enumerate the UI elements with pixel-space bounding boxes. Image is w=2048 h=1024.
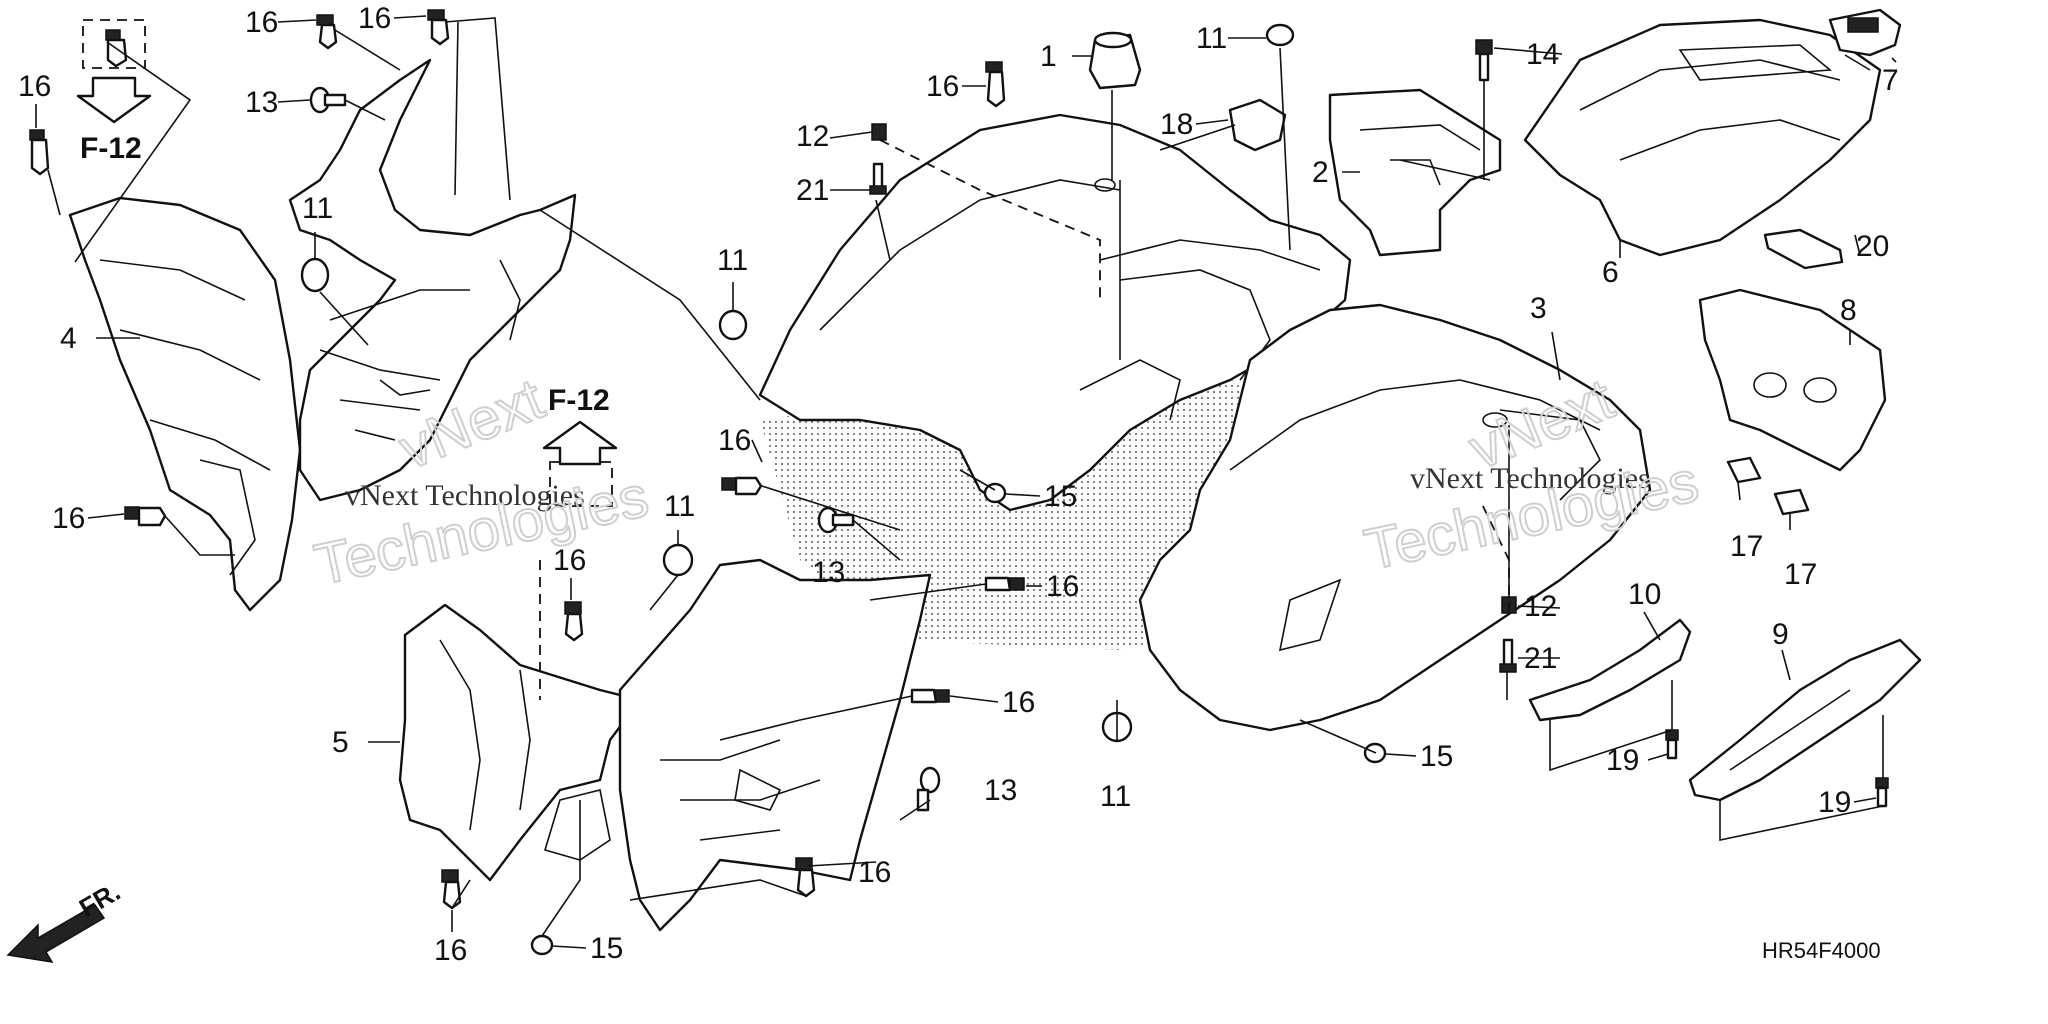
reference-label-center: F-12 xyxy=(548,384,610,417)
nut-15-a xyxy=(983,482,1007,504)
callout-10: 10 xyxy=(1628,578,1661,611)
callout-11-e: 11 xyxy=(1100,780,1131,813)
part-17-clip-a[interactable] xyxy=(1726,456,1762,484)
front-direction-arrow: FR. xyxy=(6,876,125,963)
reference-label-upper-left: F-12 xyxy=(80,132,142,165)
front-fender-upper-left[interactable] xyxy=(288,58,577,502)
front-fender-lower-center[interactable] xyxy=(618,558,932,932)
part-6-rear-cover[interactable] xyxy=(1523,18,1882,257)
bolt-21-b xyxy=(1499,638,1517,673)
callout-15: 15 xyxy=(1044,480,1077,513)
dashed-leader-a xyxy=(879,139,1101,300)
grommet-11-e xyxy=(1265,23,1295,47)
callout-16-h: 16 xyxy=(1046,570,1079,603)
callout-20: 20 xyxy=(1856,230,1889,263)
callout-16-c: 16 xyxy=(18,70,51,103)
callout-13-b: 13 xyxy=(812,556,845,589)
callout-11-b: 11 xyxy=(302,192,333,225)
callout-16-b: 16 xyxy=(358,2,391,35)
callout-16-j: 16 xyxy=(858,856,891,889)
callout-17: 17 xyxy=(1730,530,1763,563)
fasteners xyxy=(29,9,1889,956)
callout-11: 11 xyxy=(1196,22,1227,55)
callout-2: 2 xyxy=(1312,156,1329,189)
clip-16-e xyxy=(985,61,1006,108)
dashed-leader-b xyxy=(1479,499,1510,612)
callout-1: 1 xyxy=(1040,40,1057,73)
part-17-clip-b[interactable] xyxy=(1773,488,1810,516)
callout-15-b: 15 xyxy=(1420,740,1453,773)
clip-16-a xyxy=(316,14,338,50)
clip-16-h xyxy=(564,601,584,642)
part-5-front-lower-panel[interactable] xyxy=(398,603,642,882)
clip-16-g xyxy=(721,476,763,496)
callout-15-c: 15 xyxy=(590,932,623,965)
callout-13-c: 13 xyxy=(984,774,1017,807)
callout-7: 7 xyxy=(1882,64,1899,97)
callouts: 1 2 3 4 5 6 7 8 9 10 11 11 11 11 11 12 1… xyxy=(18,2,1899,967)
callout-16-d: 16 xyxy=(926,70,959,103)
reference-arrow-upper-left[interactable]: F-12 xyxy=(76,76,152,165)
part-18-clamp[interactable] xyxy=(1228,98,1287,152)
bolt-21-a xyxy=(869,162,887,195)
callout-6: 6 xyxy=(1602,256,1619,289)
part-3-rear-fender[interactable] xyxy=(1138,303,1652,732)
callout-16-f: 16 xyxy=(718,424,751,457)
callout-19: 19 xyxy=(1606,744,1639,777)
grommet-11-c xyxy=(662,543,694,577)
callout-5: 5 xyxy=(332,726,349,759)
callout-4: 4 xyxy=(60,322,77,355)
part-10-bracket[interactable] xyxy=(1528,618,1692,722)
callout-17-b: 17 xyxy=(1784,558,1817,591)
callout-3: 3 xyxy=(1530,292,1547,325)
callout-9: 9 xyxy=(1772,618,1789,651)
callout-11-d: 11 xyxy=(664,490,695,523)
callout-8: 8 xyxy=(1840,294,1857,327)
part-4-left-panel[interactable] xyxy=(68,196,302,612)
part-20-strap[interactable] xyxy=(1763,228,1844,270)
part-9-lower-guard[interactable] xyxy=(1688,638,1922,802)
callout-13: 13 xyxy=(245,86,278,119)
callout-12: 12 xyxy=(796,120,829,153)
screw-19-b xyxy=(1875,777,1889,808)
callout-18: 18 xyxy=(1160,108,1193,141)
dashed-box-center xyxy=(549,461,613,507)
bolt-12-a xyxy=(871,123,887,141)
grommet-11-b xyxy=(718,309,748,341)
watermark-left-line2: vNext Technologies xyxy=(345,479,585,512)
clip-16-f xyxy=(124,506,167,527)
callout-11-c: 11 xyxy=(717,244,748,277)
part-2-bracket[interactable] xyxy=(1328,88,1502,257)
callout-16: 16 xyxy=(245,6,278,39)
clip-16-i xyxy=(984,576,1025,592)
callout-19-b: 19 xyxy=(1818,786,1851,819)
watermark-right-line2: vNext Technologies xyxy=(1410,462,1650,495)
clip-16-l xyxy=(441,869,462,910)
bolt-14 xyxy=(1475,39,1493,82)
callout-16-i: 16 xyxy=(1002,686,1035,719)
callout-14: 14 xyxy=(1526,38,1559,71)
callout-16-g: 16 xyxy=(553,544,586,577)
clip-16-k xyxy=(795,857,816,898)
nut-15-c xyxy=(530,934,554,956)
callout-ticks xyxy=(35,15,1897,949)
dashed-box-upper-left xyxy=(82,19,146,69)
part-7-clip[interactable] xyxy=(1828,8,1902,57)
callout-16-k: 16 xyxy=(434,934,467,967)
clip-16-b xyxy=(427,9,450,46)
clip-16-c xyxy=(29,129,50,176)
grommet-11-a xyxy=(300,257,330,293)
reference-arrow-center[interactable]: F-12 xyxy=(542,384,618,466)
leader-lines xyxy=(47,17,1884,937)
callout-16-e: 16 xyxy=(52,502,85,535)
part-1-grommet[interactable] xyxy=(1088,31,1142,90)
screw-13-c xyxy=(916,766,941,812)
clip-16-j xyxy=(910,688,950,704)
screw-13-a xyxy=(309,86,347,114)
drawing-code: HR54F4000 xyxy=(1762,938,1881,963)
callout-21: 21 xyxy=(796,174,829,207)
part-8-light-bracket[interactable] xyxy=(1698,288,1887,472)
